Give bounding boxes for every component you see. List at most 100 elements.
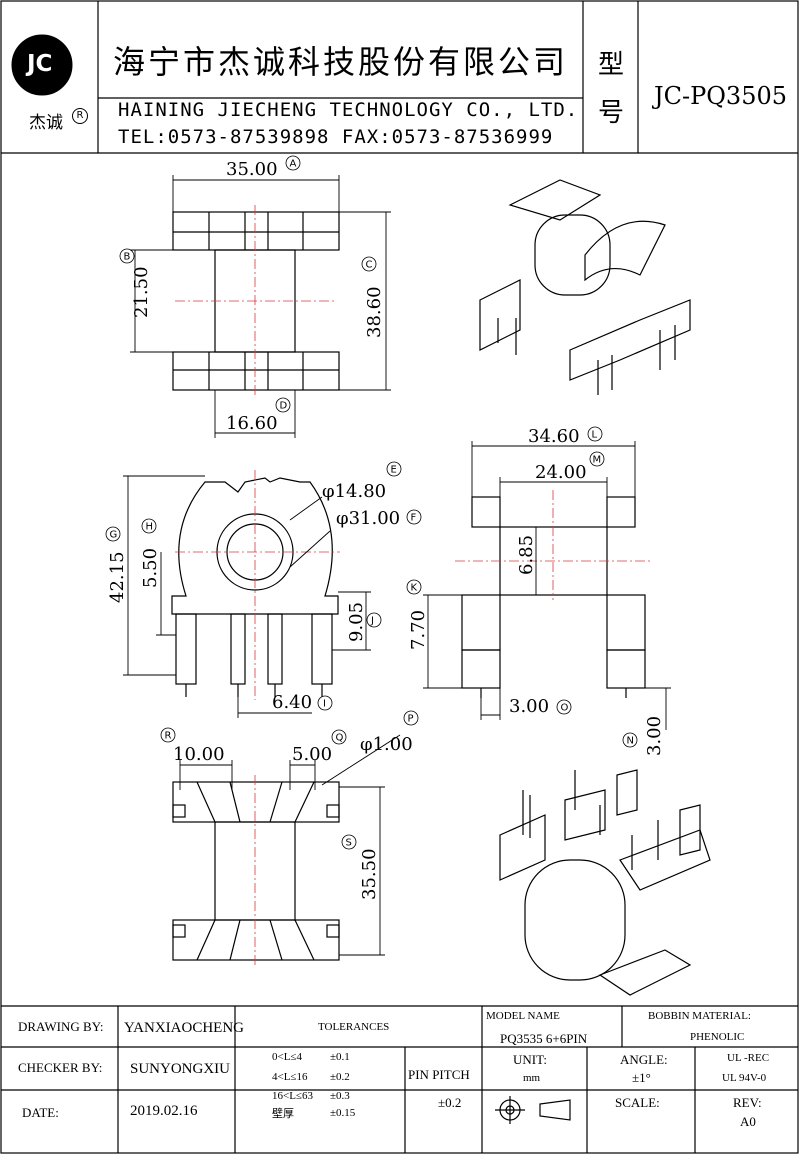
tol-value-4: ±0.15 xyxy=(330,1107,356,1119)
dim-p-text: φ1.00 xyxy=(360,734,413,755)
dims-front-view xyxy=(123,475,371,718)
dim-r-text: 10.00 xyxy=(173,744,225,765)
tag-d: D xyxy=(275,397,291,413)
checker-by: SUNYONGXIU xyxy=(130,1061,230,1077)
tag-g: G xyxy=(105,526,121,542)
svg-text:E: E xyxy=(391,465,397,476)
tag-n: N xyxy=(622,732,638,748)
svg-text:M: M xyxy=(593,455,602,466)
tol-range-4: 壁厚 xyxy=(272,1107,294,1120)
tag-i: I xyxy=(317,695,333,711)
svg-text:F: F xyxy=(411,513,417,524)
svg-text:N: N xyxy=(627,736,634,747)
company-contact: TEL:0573-87539898 FAX:0573-87536999 xyxy=(118,126,554,148)
date-label: DATE: xyxy=(22,1105,59,1120)
svg-text:C: C xyxy=(366,260,373,271)
logo xyxy=(11,34,73,96)
dim-core-text: 6.85 xyxy=(516,535,537,575)
tag-m: M xyxy=(589,451,605,467)
dim-a-text: 35.00 xyxy=(226,159,278,180)
dim-b-text: 21.50 xyxy=(131,266,152,318)
tag-s: S xyxy=(341,834,357,850)
tag-e: E xyxy=(386,461,402,477)
tol-value-3: ±0.3 xyxy=(330,1090,350,1102)
svg-text:I: I xyxy=(323,699,326,710)
tag-f: F xyxy=(406,509,422,525)
tag-b: B xyxy=(119,248,135,264)
tag-j: J xyxy=(366,612,382,628)
model-name: PQ3535 6+6PIN xyxy=(500,1031,588,1046)
dim-m-text: 24.00 xyxy=(535,462,587,483)
svg-text:H: H xyxy=(146,522,154,533)
tol-value-1: ±0.1 xyxy=(330,1051,350,1063)
dim-o-text: 3.00 xyxy=(509,696,549,717)
svg-text:O: O xyxy=(561,703,569,714)
tol-range-1: 0<L≤4 xyxy=(272,1051,302,1063)
dim-s-text: 35.50 xyxy=(359,848,380,900)
dim-q-text: 5.00 xyxy=(292,744,332,765)
checker-by-label: CHECKER BY: xyxy=(18,1060,103,1075)
isometric-view-upper xyxy=(479,179,691,395)
tag-k: K xyxy=(406,579,422,595)
model-name-label: MODEL NAME xyxy=(486,1010,560,1022)
scale-label: SCALE: xyxy=(615,1095,660,1110)
dim-j-text: 9.05 xyxy=(346,602,367,642)
svg-text:Q: Q xyxy=(336,733,344,744)
tag-h: H xyxy=(141,518,157,534)
svg-text:J: J xyxy=(370,616,374,627)
tol-value-2: ±0.2 xyxy=(330,1071,350,1083)
view-side xyxy=(461,496,646,698)
dim-g-text: 42.15 xyxy=(107,551,128,603)
dim-f-text: φ31.00 xyxy=(336,508,400,529)
tag-c: C xyxy=(361,256,377,272)
rev-label: REV: xyxy=(733,1095,762,1110)
svg-text:P: P xyxy=(408,714,414,725)
unit: mm xyxy=(523,1072,541,1084)
tag-l: L xyxy=(587,426,603,442)
view-top xyxy=(172,211,340,391)
tag-a: A xyxy=(285,155,301,171)
date: 2019.02.16 xyxy=(130,1103,198,1119)
dims-side-view xyxy=(423,441,671,730)
svg-text:G: G xyxy=(110,530,118,541)
tol-range-3: 16<L≤63 xyxy=(272,1090,313,1102)
dims-bottom-view xyxy=(179,734,401,956)
svg-text:B: B xyxy=(124,252,131,263)
dim-l-text: 34.60 xyxy=(528,426,580,447)
drawing-by: YANXIAOCHENG xyxy=(124,1020,244,1036)
logo-subtext: 杰诚 xyxy=(29,113,63,133)
dim-d-text: 16.60 xyxy=(226,413,278,434)
tag-p: P xyxy=(403,710,419,726)
dim-e-text: φ14.80 xyxy=(322,481,386,502)
isometric-view-lower xyxy=(499,769,711,996)
logo-text: JC xyxy=(27,51,53,77)
tol-range-2: 4<L≤16 xyxy=(272,1071,308,1083)
company-name-cn: 海宁市杰诚科技股份有限公司 xyxy=(113,43,569,81)
tag-o: O xyxy=(556,699,572,715)
tag-r: R xyxy=(160,727,176,743)
svg-text:A: A xyxy=(290,159,297,170)
view-bottom xyxy=(172,781,340,961)
dim-k-text: 7.70 xyxy=(408,610,429,650)
ul-94v0: UL 94V-0 xyxy=(722,1072,767,1084)
angle: ±1° xyxy=(632,1070,651,1085)
svg-text:L: L xyxy=(592,430,598,441)
tolerances-label: TOLERANCES xyxy=(318,1021,390,1033)
bobbin-material: PHENOLIC xyxy=(690,1031,745,1043)
angle-label: ANGLE: xyxy=(620,1052,668,1067)
registered-mark: R xyxy=(72,108,88,124)
pin-pitch-label: PIN PITCH xyxy=(408,1067,470,1082)
projection-symbol xyxy=(495,1096,571,1124)
type-label-2: 号 xyxy=(598,98,625,128)
svg-text:D: D xyxy=(280,401,288,412)
svg-text:R: R xyxy=(165,731,172,742)
pin-pitch-tol: ±0.2 xyxy=(438,1095,462,1110)
drawing-by-label: DRAWING BY: xyxy=(18,1019,104,1034)
bobbin-material-label: BOBBIN MATERIAL: xyxy=(648,1010,751,1022)
tag-q: Q xyxy=(331,729,347,745)
rev: A0 xyxy=(740,1114,756,1129)
unit-label: UNIT: xyxy=(513,1052,548,1067)
svg-text:S: S xyxy=(346,838,352,849)
